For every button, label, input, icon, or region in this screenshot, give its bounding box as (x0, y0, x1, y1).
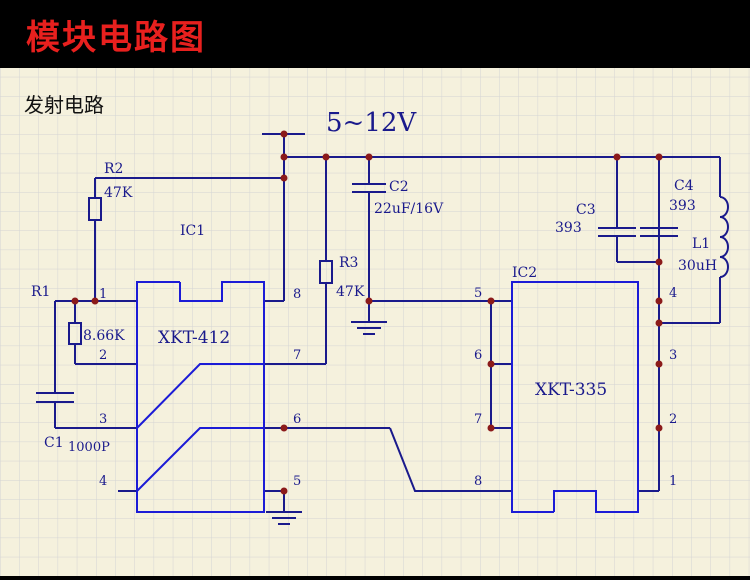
ic1-pin-2: 2 (99, 348, 107, 363)
junction-dot (280, 424, 288, 432)
l1-value: 30uH (678, 258, 717, 274)
junction-dot (655, 153, 663, 161)
c4-ref: C4 (674, 178, 694, 194)
ic1-pin-8: 8 (293, 287, 301, 302)
supply-voltage-label: 5~12V (326, 108, 417, 138)
ic2-pin-4: 4 (669, 286, 677, 301)
r3-ref: R3 (339, 255, 358, 271)
r2-value: 47K (104, 185, 133, 201)
ic2-pin-5: 5 (474, 286, 482, 301)
ic1-internal-line-a (136, 363, 264, 429)
ic2-part: XKT-335 (535, 380, 607, 400)
page-title: 模块电路图 (26, 18, 206, 58)
c2-value: 22uF/16V (374, 201, 444, 217)
r2-ref: R2 (104, 161, 123, 177)
ic1-internal-line-b (136, 427, 264, 492)
c4-value: 393 (669, 198, 696, 214)
ic1-outline (136, 281, 265, 513)
junction-dot (655, 424, 663, 432)
junction-dot (487, 424, 495, 432)
r2-symbol (88, 197, 102, 221)
ic2-pin-8: 8 (474, 474, 482, 489)
ic1-pin-4: 4 (99, 474, 107, 489)
junction-dot (655, 258, 663, 266)
ic2-pin-6: 6 (474, 348, 482, 363)
resistors (68, 197, 333, 345)
junction-dot (280, 174, 288, 182)
ic2-pin-7: 7 (474, 412, 482, 427)
c1-value: 1000P (68, 440, 110, 455)
capacitors (36, 183, 678, 403)
junction-dot (613, 153, 621, 161)
ic1-pin-3: 3 (99, 412, 107, 427)
r3-symbol (319, 260, 333, 284)
ic1-part: XKT-412 (158, 328, 230, 348)
ic1-pin-5: 5 (293, 474, 301, 489)
pin6-to-ic2-pin8 (389, 427, 512, 492)
ic2-pin-3: 3 (669, 348, 677, 363)
header-bar: 模块电路图 (0, 0, 750, 68)
grounds (266, 321, 387, 525)
ic1-pin-1: 1 (99, 287, 107, 302)
junction-dot (365, 297, 373, 305)
ic2-ref: IC2 (512, 265, 537, 281)
ic2-outline (511, 281, 639, 513)
circuit-diagram: 发射电路 5~12V (0, 68, 750, 576)
ic1-pin-7: 7 (293, 348, 301, 363)
l1-coil (719, 196, 729, 278)
junction-dot (487, 297, 495, 305)
r3-value: 47K (336, 284, 365, 300)
junction-dot (280, 130, 288, 138)
r1-symbol (68, 322, 82, 345)
ic2-body (511, 281, 639, 513)
junction-dot (91, 297, 99, 305)
junction-dot (655, 360, 663, 368)
l1-ref: L1 (692, 236, 710, 252)
junction-dot (280, 153, 288, 161)
schematic-sheet: 发射电路 5~12V (0, 68, 750, 576)
ic1-pin-6: 6 (293, 412, 301, 427)
pin-numbers: 1 2 3 4 8 7 6 5 5 6 7 8 4 3 2 1 (99, 286, 677, 489)
ic2-pin-1: 1 (669, 474, 677, 489)
r1-value: 8.66K (83, 328, 125, 344)
junction-dot (71, 297, 79, 305)
junction-dot (655, 319, 663, 327)
c3-value: 393 (555, 220, 582, 236)
junction-dot (487, 360, 495, 368)
r1-ref: R1 (31, 284, 50, 300)
junctions (71, 130, 663, 495)
labels: R2 47K IC1 R1 8.66K C1 1000P XKT-412 R3 … (31, 161, 717, 455)
ic2-pin-2: 2 (669, 412, 677, 427)
c3-ref: C3 (576, 202, 596, 218)
ic1-body (136, 281, 265, 513)
junction-dot (280, 487, 288, 495)
junction-dot (365, 153, 373, 161)
junction-dot (322, 153, 330, 161)
section-title: 发射电路 (24, 93, 104, 117)
junction-dot (655, 297, 663, 305)
c2-ref: C2 (389, 179, 409, 195)
c1-ref: C1 (44, 435, 64, 451)
ic1-ref: IC1 (180, 223, 205, 239)
